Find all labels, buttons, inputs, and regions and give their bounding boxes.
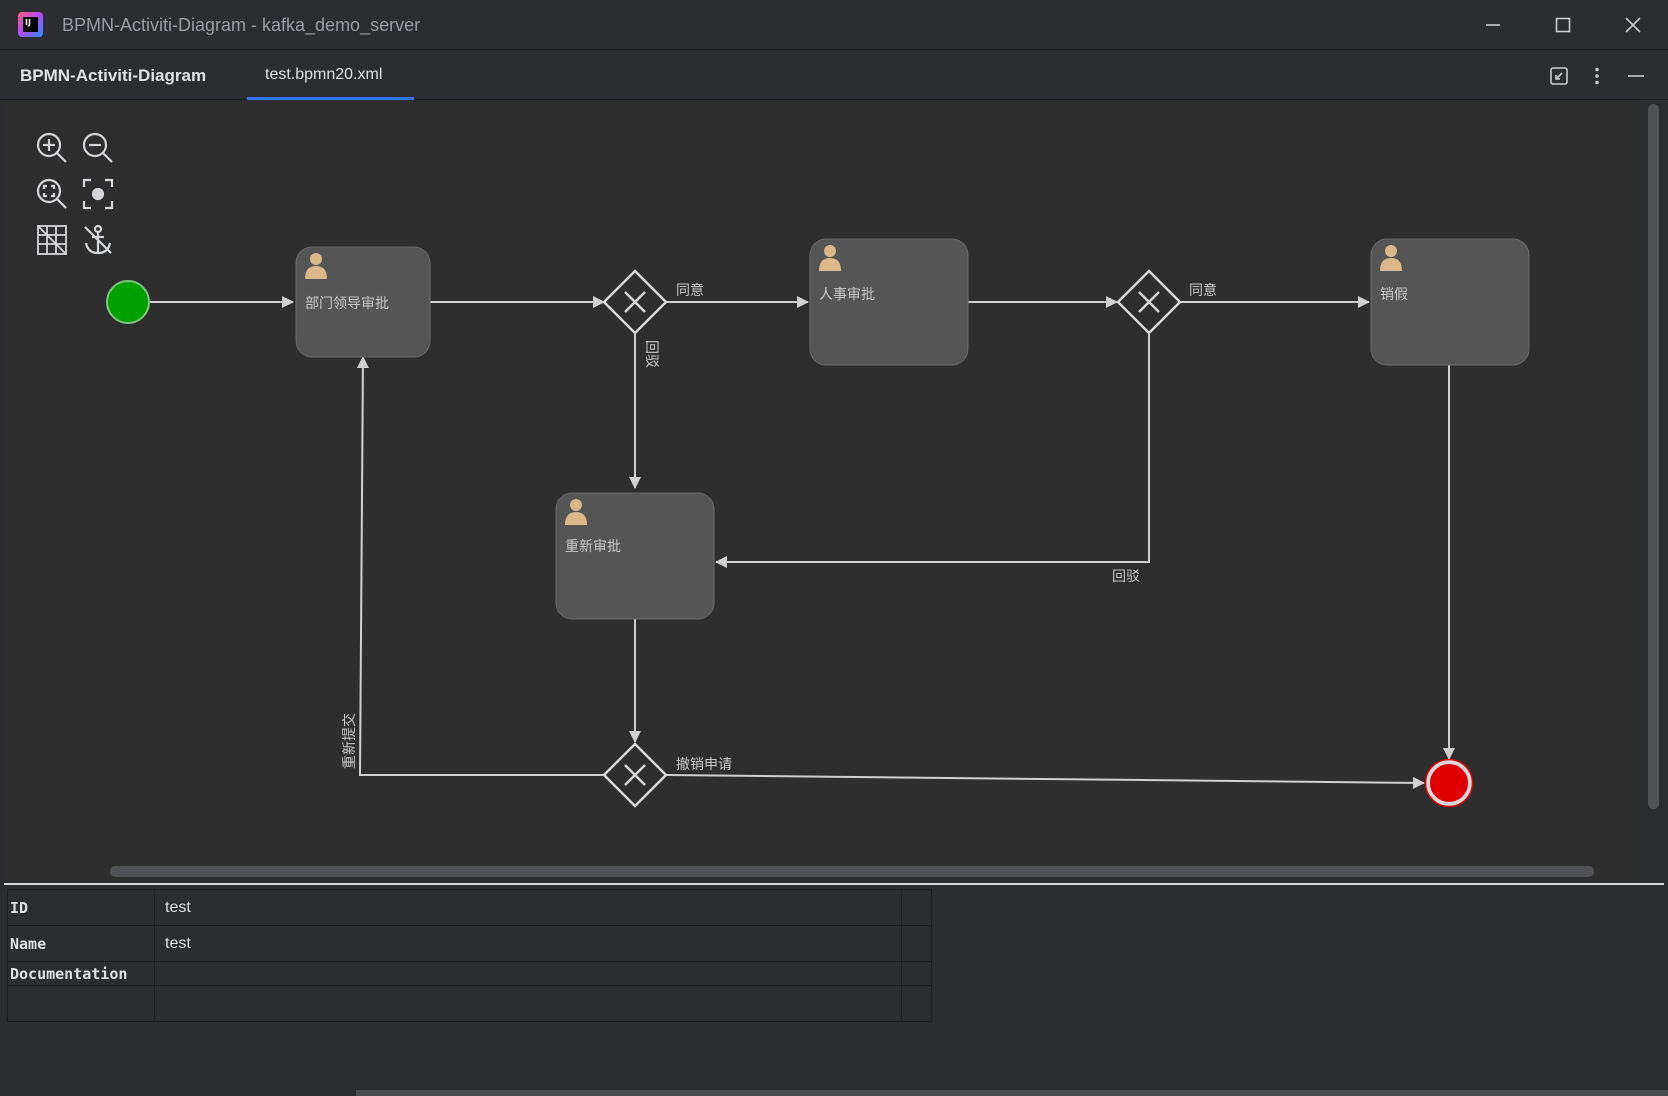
vertical-scrollbar[interactable] [1648, 104, 1659, 809]
task-label: 人事审批 [819, 287, 875, 303]
anchor-icon [84, 224, 112, 255]
property-cell-extra [901, 985, 932, 1022]
zoom-actual-button[interactable] [78, 174, 118, 214]
close-button[interactable] [1610, 8, 1656, 42]
flow-label-agree-2: 同意 [1189, 282, 1217, 299]
end-event-ring [1424, 758, 1474, 808]
more-options-icon [1595, 67, 1599, 85]
property-cell-extra [901, 925, 932, 962]
maximize-icon [1555, 17, 1571, 33]
bottom-scrollbar[interactable] [356, 1090, 1668, 1096]
flow-label-agree-1: 同意 [676, 282, 704, 299]
more-options-button[interactable] [1583, 62, 1611, 90]
exclusive-gateway-3[interactable] [602, 742, 668, 808]
task-dept-approval[interactable]: 部门领导审批 [295, 246, 431, 358]
flow-label-reject-1: 回驳 [643, 340, 659, 368]
property-row-empty [7, 985, 932, 1022]
property-row-name: Name test [7, 925, 932, 962]
minimize-button[interactable] [1470, 8, 1516, 42]
user-task-icon [819, 245, 841, 271]
minimize-icon [1486, 24, 1500, 26]
diagram-canvas[interactable]: 部门领导审批 人事审批 销假 重新审批 [4, 101, 1640, 879]
task-hr-approval[interactable]: 人事审批 [809, 238, 969, 366]
flow-reject2-to-reapply[interactable] [715, 334, 1150, 568]
property-cell-extra [901, 961, 932, 986]
flow-label-resubmit: 重新提交 [341, 713, 358, 769]
task-label: 重新审批 [565, 539, 621, 555]
bpmn-diagram: 部门领导审批 人事审批 销假 重新审批 [106, 238, 1530, 808]
title-bar: IJ BPMN-Activiti-Diagram - kafka_demo_se… [0, 0, 1668, 50]
flow-label-cancel-request: 撤销申请 [676, 757, 732, 773]
property-row-id: ID test [7, 889, 932, 926]
maximize-button[interactable] [1540, 8, 1586, 42]
panel-splitter[interactable] [4, 883, 1664, 885]
window-title: BPMN-Activiti-Diagram - kafka_demo_serve… [62, 15, 421, 35]
anchor-button[interactable] [78, 220, 118, 260]
zoom-actual-icon [82, 178, 114, 210]
property-value-name[interactable]: test [154, 925, 902, 962]
user-task-icon [1380, 245, 1402, 271]
start-event[interactable] [106, 280, 150, 324]
horizontal-scrollbar[interactable] [110, 866, 1594, 877]
zoom-out-icon [82, 132, 113, 163]
hide-icon [1628, 75, 1644, 77]
property-key: Name [7, 925, 155, 962]
tool-window-title: BPMN-Activiti-Diagram [20, 66, 207, 85]
property-value-id[interactable]: test [154, 889, 902, 926]
tab-test-bpmn20-xml[interactable]: test.bpmn20.xml [247, 50, 414, 100]
property-cell-extra [901, 889, 932, 926]
zoom-fit-button[interactable] [32, 174, 72, 214]
zoom-in-icon [36, 132, 67, 163]
flow-label-reject-2: 回驳 [1112, 569, 1140, 585]
exclusive-gateway-2[interactable] [1116, 269, 1182, 335]
zoom-out-button[interactable] [78, 128, 118, 168]
properties-table: ID test Name test Documentation [7, 889, 932, 1022]
task-label: 销假 [1380, 287, 1408, 303]
zoom-fit-icon [36, 178, 67, 209]
property-row-documentation: Documentation [7, 961, 932, 986]
end-event[interactable] [1426, 760, 1472, 806]
user-task-icon [565, 499, 587, 525]
task-cancel-leave[interactable]: 销假 [1370, 238, 1530, 366]
intellij-logo-icon: IJ [18, 12, 43, 37]
property-key: ID [7, 889, 155, 926]
close-icon [1625, 17, 1641, 33]
task-reapply[interactable]: 重新审批 [555, 492, 715, 620]
grid-icon [37, 225, 67, 255]
property-key [7, 985, 155, 1022]
properties-panel: ID test Name test Documentation [0, 886, 1668, 1096]
property-key: Documentation [7, 961, 155, 986]
user-task-icon [305, 253, 327, 279]
hide-button[interactable] [1622, 62, 1650, 90]
property-value-empty[interactable] [154, 985, 902, 1022]
toggle-grid-button[interactable] [32, 220, 72, 260]
exclusive-gateway-1[interactable] [602, 269, 668, 335]
zoom-in-button[interactable] [32, 128, 72, 168]
restore-icon [1550, 67, 1568, 85]
restore-layout-button[interactable] [1545, 62, 1573, 90]
tool-window-header: BPMN-Activiti-Diagram test.bpmn20.xml [0, 50, 1668, 100]
flow-cancel-request-to-end[interactable] [666, 774, 1425, 789]
tab-label: test.bpmn20.xml [265, 66, 383, 83]
active-tab-indicator [247, 97, 414, 100]
property-value-documentation[interactable] [154, 961, 902, 986]
task-label: 部门领导审批 [305, 296, 389, 312]
flow-resubmit-to-dept[interactable] [356, 356, 604, 776]
